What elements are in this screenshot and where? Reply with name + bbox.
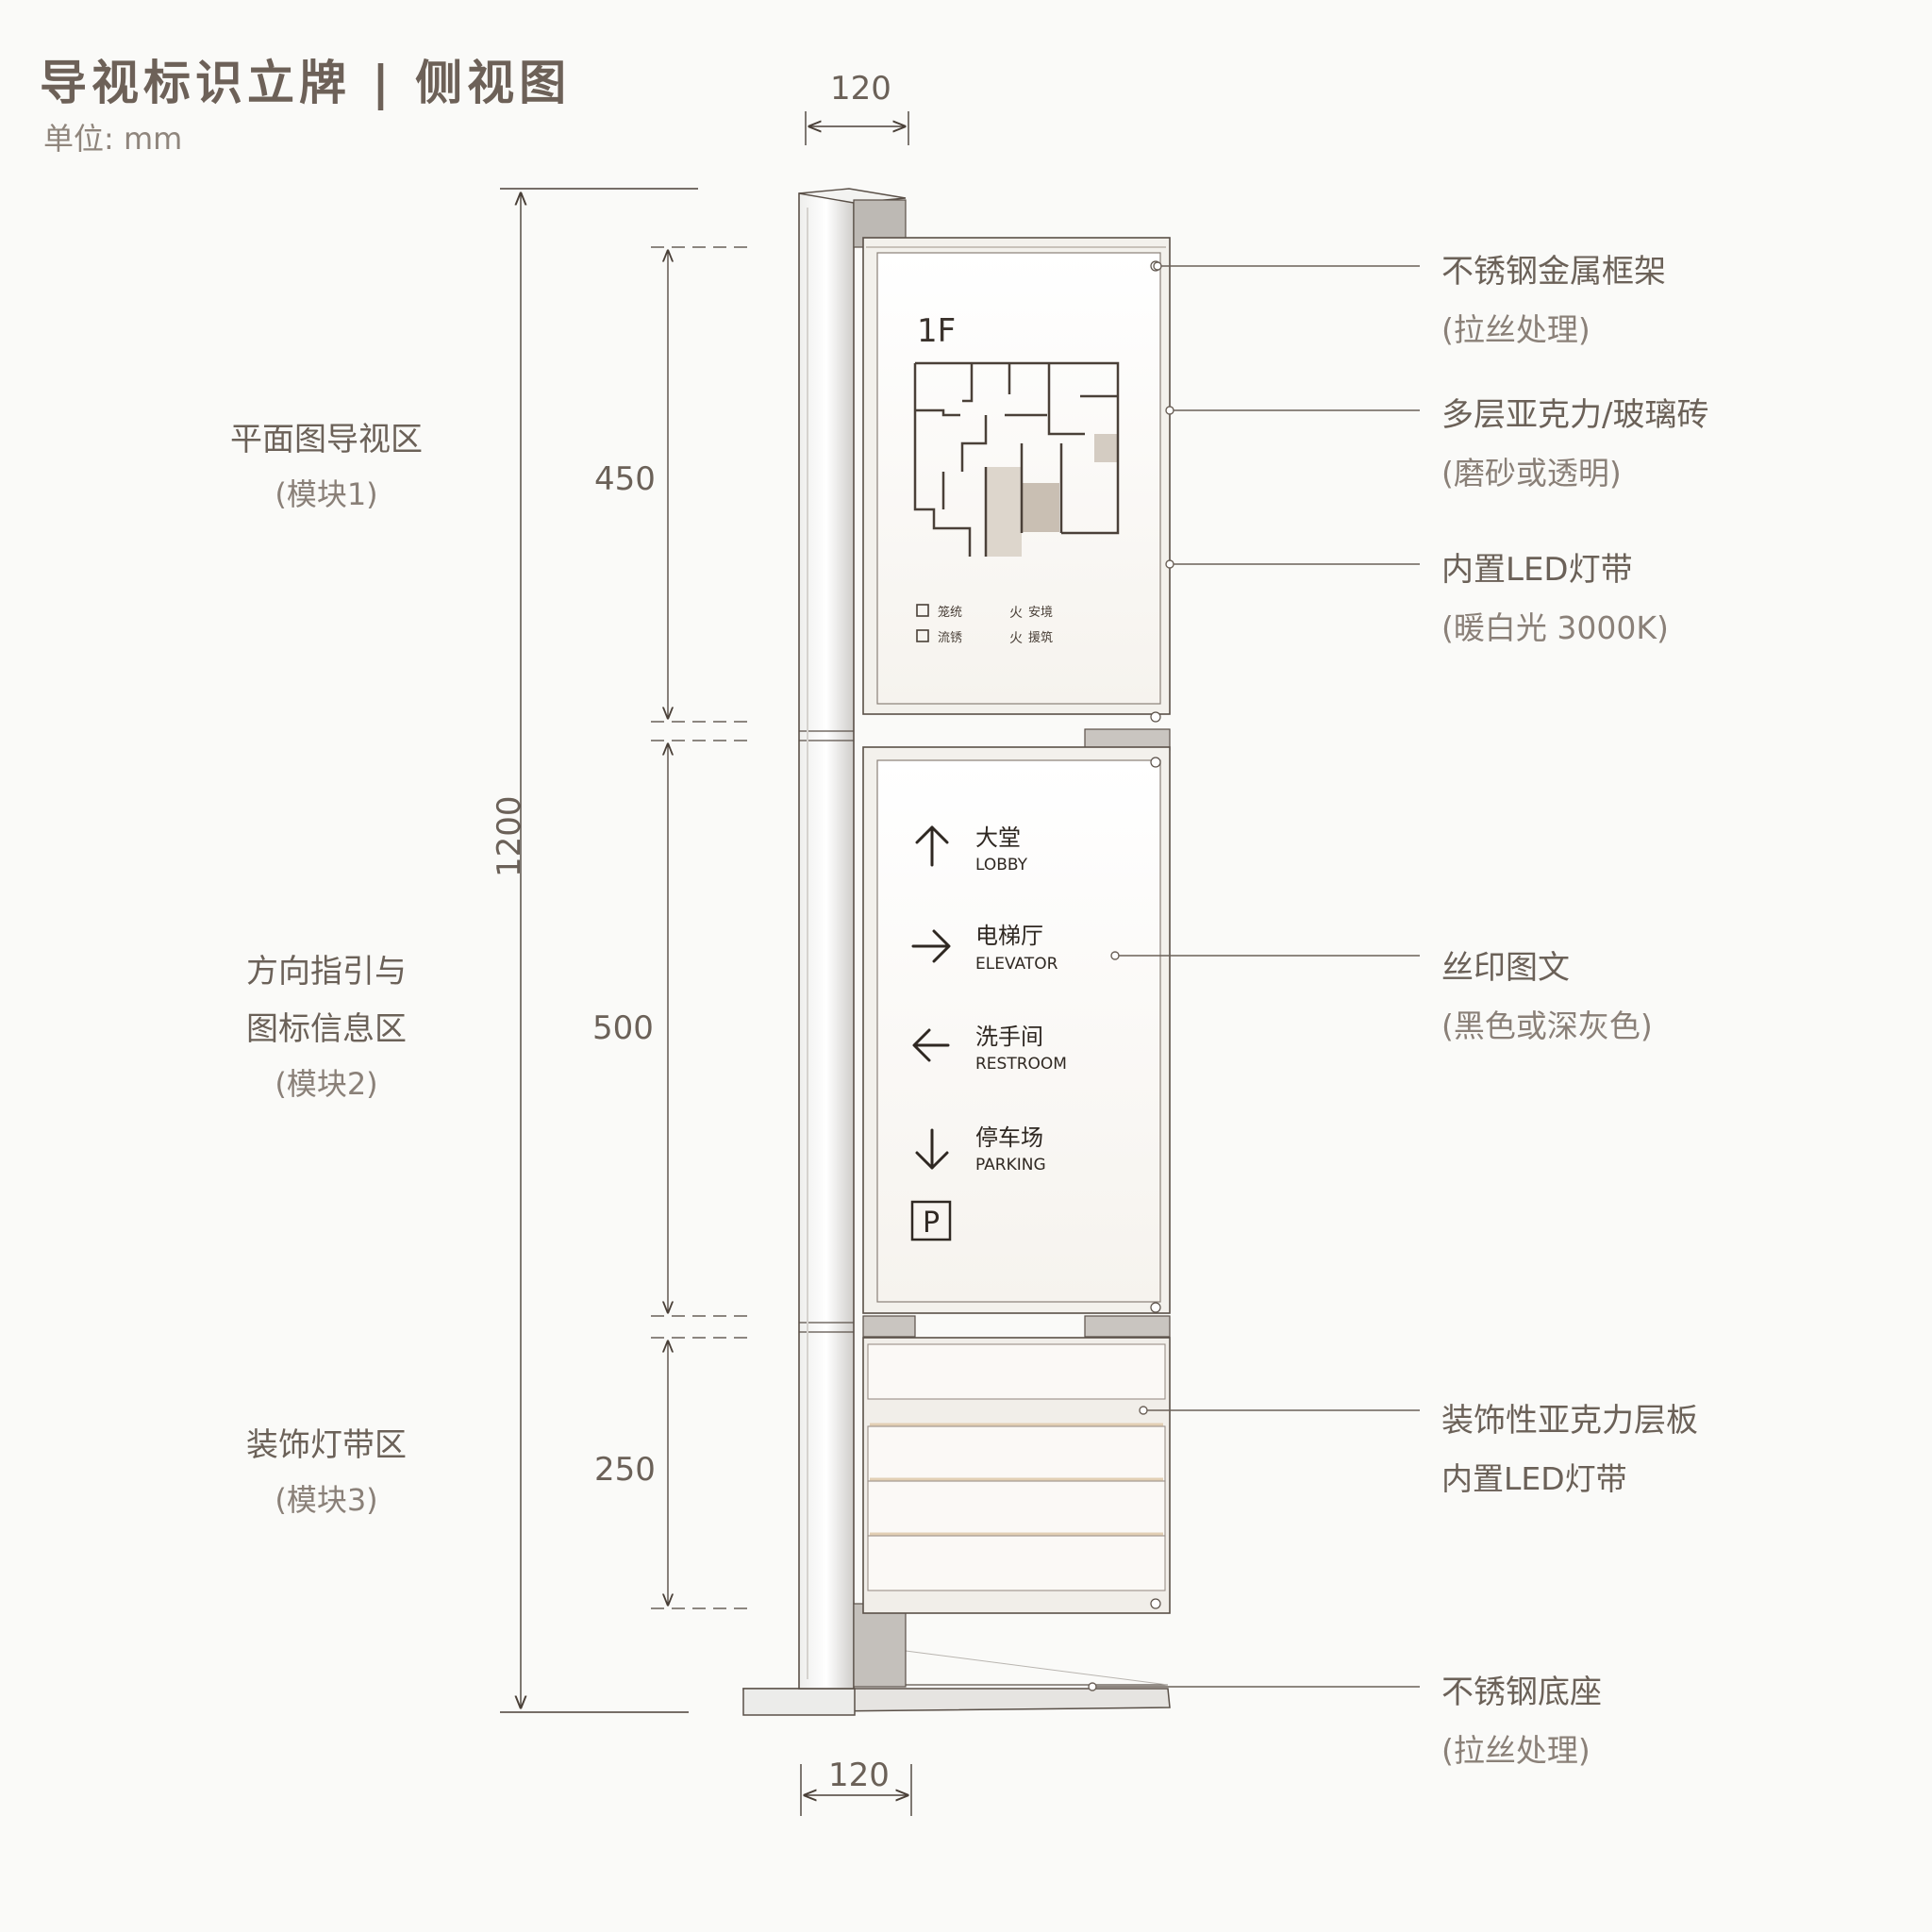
direction-cn: 大堂: [975, 824, 1021, 851]
dimension-module3: 250: [594, 1451, 656, 1489]
direction-arrows: [911, 825, 951, 1170]
callout-title: 丝印图文: [1441, 949, 1570, 987]
legend-label: 笼统: [938, 605, 962, 620]
svg-text:P: P: [923, 1207, 940, 1240]
zone-module3-label: 装饰灯带区 (模块3): [185, 1419, 468, 1520]
callout-sub: 内置LED灯带: [1441, 1460, 1627, 1497]
callout-title: 不锈钢金属框架: [1441, 253, 1666, 291]
direction-cn: 停车场: [975, 1124, 1043, 1151]
legend-label: 安境: [1028, 606, 1053, 620]
zone-module: (模块3): [275, 1482, 378, 1518]
callout-sub: (黑色或深灰色): [1441, 1008, 1653, 1044]
module2-panel: [862, 728, 1171, 1314]
callout-sub: (拉丝处理): [1441, 311, 1591, 348]
callout-steel-base: 不锈钢底座 (拉丝处理): [1441, 1666, 1602, 1771]
zone-name: 方向指引与: [246, 953, 407, 991]
direction-cn: 洗手间: [975, 1024, 1043, 1050]
parking-icon: P: [910, 1200, 952, 1241]
arrow-right-icon: [911, 929, 951, 963]
legend-fire-icon: 火: [1009, 631, 1023, 646]
module-dimensions: [651, 246, 750, 1609]
legend-square-icon: [916, 604, 929, 617]
direction-en: ELEVATOR: [975, 955, 1058, 974]
direction-texts: 大堂 LOBBY 电梯厅 ELEVATOR 洗手间 RESTROOM 停车场 P…: [975, 824, 1067, 1174]
callout-title: 装饰性亚克力层板: [1441, 1402, 1698, 1440]
callout-sub: (暖白光 3000K): [1441, 609, 1669, 646]
dimension-module2: 500: [592, 1009, 654, 1047]
legend-square-icon: [916, 629, 929, 642]
zone-name: 装饰灯带区: [246, 1426, 407, 1464]
steel-post: [798, 188, 907, 1690]
callout-leaders: [1088, 261, 1420, 1691]
steel-base: [742, 1643, 1171, 1716]
callout-acrylic-layers: 多层亚克力/玻璃砖 (磨砂或透明): [1441, 389, 1708, 493]
zone-module1-label: 平面图导视区 (模块1): [185, 413, 468, 514]
dimension-module1: 450: [594, 460, 656, 498]
callout-title: 不锈钢底座: [1441, 1674, 1602, 1711]
unit-label: 单位: mm: [43, 121, 183, 157]
arrow-down-icon: [915, 1128, 949, 1170]
floor-plan: [913, 361, 1120, 557]
callout-title: 多层亚克力/玻璃砖: [1441, 396, 1709, 434]
width-dimensions: [800, 111, 912, 1816]
floor-label: 1F: [917, 312, 956, 350]
callout-steel-frame: 不锈钢金属框架 (拉丝处理): [1441, 245, 1666, 350]
direction-en: PARKING: [975, 1156, 1046, 1174]
module3-panel: [862, 1315, 1171, 1614]
zone-module2-label: 方向指引与 图标信息区 (模块2): [185, 945, 468, 1104]
arrow-left-icon: [912, 1028, 950, 1062]
legend-fire-icon: 火: [1009, 606, 1023, 621]
legend-label: 流锈: [938, 631, 962, 645]
direction-en: LOBBY: [975, 856, 1028, 874]
page-title: 导视标识立牌 | 侧视图: [40, 56, 572, 110]
total-height-dimension: [500, 188, 698, 1713]
callout-decor-panels: 装饰性亚克力层板 内置LED灯带: [1441, 1394, 1698, 1499]
zone-name: 平面图导视区: [230, 421, 423, 458]
zone-name: 图标信息区: [246, 1010, 407, 1048]
direction-cn: 电梯厅: [975, 923, 1043, 949]
zone-module: (模块2): [275, 1066, 378, 1102]
legend-label: 援筑: [1028, 630, 1053, 645]
zone-module: (模块1): [275, 476, 378, 512]
callout-title: 内置LED灯带: [1441, 551, 1633, 589]
callout-led-strip: 内置LED灯带 (暖白光 3000K): [1441, 543, 1669, 648]
callout-silkscreen: 丝印图文 (黑色或深灰色): [1441, 941, 1653, 1046]
dimension-bottom-width: 120: [828, 1757, 890, 1794]
direction-en: RESTROOM: [975, 1055, 1067, 1074]
arrow-up-icon: [915, 825, 949, 867]
dimension-total-height: 1200: [491, 795, 528, 877]
floor-plan-legend: 笼统 火 安境 流锈 火 援筑: [916, 604, 1053, 646]
callout-sub: (磨砂或透明): [1441, 455, 1622, 491]
dimension-top-width: 120: [830, 70, 891, 108]
callout-sub: (拉丝处理): [1441, 1732, 1591, 1769]
